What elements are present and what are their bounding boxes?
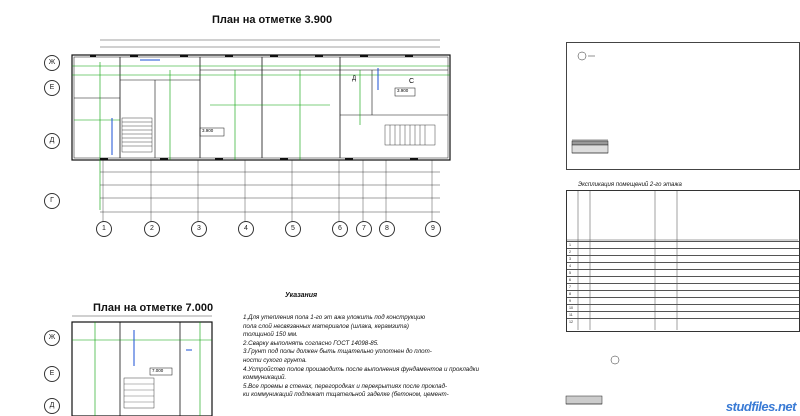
notes-line: ки коммуникаций подлежат тщательной заде… [243,391,449,399]
legend-layers [571,51,609,154]
axis-bubble-e-2: Е [44,366,60,382]
axis-bubble-3: 3 [191,221,207,237]
notes-line: пола слой несвязанных материалов (шлака,… [243,322,409,330]
floor-layers-legend [566,42,800,170]
table-row: 1 [567,241,799,249]
row-number: 2 [569,250,571,254]
notes-line: 4.Устройство полов производить после вып… [243,365,480,373]
plan-3900-openings [90,55,418,160]
room-c-label: С [409,78,415,85]
notes-block: Указания 1.Для утепления пола 1-го эт аж… [243,292,493,400]
axis-bubble-7: 7 [356,221,372,237]
table-row: 7 [567,283,799,291]
row-number: 3 [569,257,571,261]
watermark: studfiles.net [725,399,797,414]
axis-bubble-e: Е [44,80,60,96]
axis-bubble-d: Д [44,133,60,149]
axis-bubble-d-2: Д [44,398,60,414]
plan-3900-green-lines [72,62,450,210]
table-row: 8 [567,290,799,298]
plan-3900-axis-ticks [102,160,433,222]
plan-7000-green-lines [72,322,212,416]
table-row: 9 [567,297,799,305]
row-number: 8 [569,292,571,296]
table-row: 3 [567,255,799,263]
axis-bubble-4: 4 [238,221,254,237]
row-number: 6 [569,278,571,282]
row-number: 4 [569,264,571,268]
room-table-title: Экспликация помещений 2-го этажа [578,182,682,188]
plan-3900-blue-accents [111,59,379,155]
notes-title: Указания [285,292,318,299]
level-mark-3900-inner: 3.900 [202,128,214,133]
table-row: 10 [567,304,799,312]
notes-line: толщиной 150 мм. [243,331,298,339]
notes-line: 3.Грунт под полы должен быть тщательно у… [243,348,432,356]
axis-bubble-5: 5 [285,221,301,237]
axis-bubble-1: 1 [96,221,112,237]
room-table: 1 2 3 4 5 6 7 8 9 10 11 12 [566,190,800,332]
notes-line: 1.Для утепления пола 1-го эт ажа уложить… [243,314,426,321]
level-mark-7000: 7.000 [152,368,164,373]
notes-line: ности сухого грунта. [243,356,308,364]
axis-bubble-6: 6 [332,221,348,237]
table-row: 2 [567,248,799,256]
table-row: 5 [567,269,799,277]
plan-7000 [71,315,213,416]
axis-bubble-zh-2: Ж [44,330,60,346]
row-number: 12 [569,320,573,324]
plan-7000-title: План на отметке 7.000 [93,302,214,314]
row-number: 9 [569,299,571,303]
row-number: 5 [569,271,571,275]
axis-bubble-8: 8 [379,221,395,237]
row-number: 10 [569,306,573,310]
table-row: 4 [567,262,799,270]
notes-line: 2.Сварку выполнять согласно ГОСТ 14098-8… [243,339,379,347]
table-row: 6 [567,276,799,284]
row-number: 7 [569,285,571,289]
axis-bubble-9: 9 [425,221,441,237]
axis-bubble-2: 2 [144,221,160,237]
axis-bubble-zh: Ж [44,55,60,71]
axis-bubble-g: Г [44,193,60,209]
lower-legend [565,355,620,405]
notes-line: коммуникаций. [243,374,287,382]
table-row: 11 [567,311,799,319]
table-row: 12 [567,318,799,326]
notes-line: 5.Все проемы в стенах, перегородках и пе… [243,382,448,390]
room-table-grid [566,190,798,330]
row-number: 11 [569,313,573,317]
level-mark-3900: 3.900 [397,88,409,93]
plan-3900 [71,39,451,213]
plan-3900-title: План на отметке 3.900 [212,14,333,26]
room-d-label: Д [352,76,357,82]
row-number: 1 [569,243,571,247]
plan-7000-blue-accents [133,330,192,366]
